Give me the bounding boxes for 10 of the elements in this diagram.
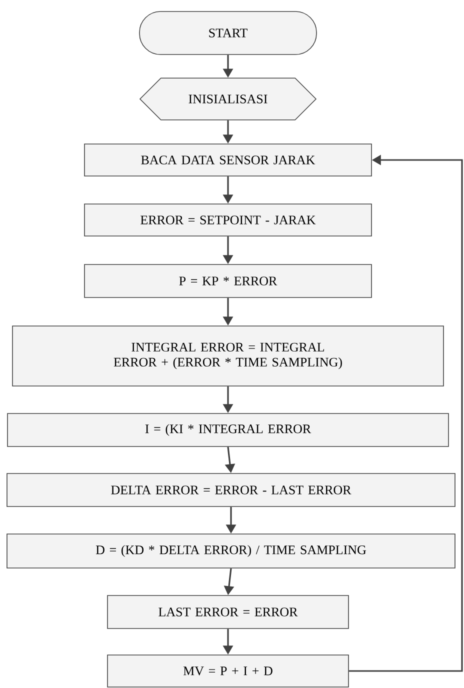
- start-terminal: START: [139, 11, 317, 55]
- process-box: ERROR = SETPOINT - JARAK: [84, 204, 372, 236]
- process-box: INTEGRAL ERROR = INTEGRAL ERROR + (ERROR * TIME SAMPLING): [12, 326, 444, 386]
- process-box: MV = P + I + D: [107, 654, 349, 688]
- process-box: I = (KI * INTEGRAL ERROR: [7, 413, 449, 447]
- process-box: P = KP * ERROR: [84, 264, 372, 298]
- process-box: DELTA ERROR = ERROR - LAST ERROR: [6, 473, 456, 507]
- process-box: BACA DATA SENSOR JARAK: [84, 144, 372, 176]
- process-box: D = (KD * DELTA ERROR) / TIME SAMPLING: [6, 534, 456, 568]
- process-box: LAST ERROR = ERROR: [107, 595, 349, 629]
